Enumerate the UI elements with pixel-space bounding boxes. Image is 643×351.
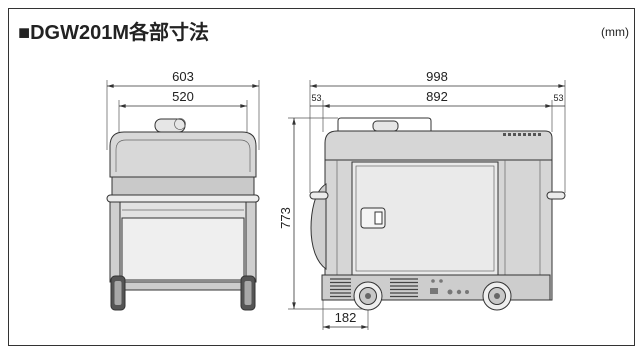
front-frame-width-dimension: 520 — [118, 89, 248, 132]
front-view: 603 520 — [106, 69, 260, 311]
vent-slot — [538, 133, 541, 136]
front-housing-contour — [115, 139, 251, 172]
side-vent-middle — [390, 278, 418, 298]
side-overall-length-dimension: 998 — [309, 69, 566, 193]
front-fuel-cap — [154, 118, 186, 133]
front-generator-body — [106, 118, 260, 311]
vent-slot — [518, 133, 521, 136]
side-handle-right — [546, 191, 566, 200]
wheel-offset-label: 182 — [335, 310, 357, 325]
front-overall-width-dimension: 603 — [106, 69, 260, 150]
side-frame-length-label: 892 — [426, 89, 448, 104]
front-frame-post-left — [109, 201, 121, 283]
front-frame-post-right — [245, 201, 257, 283]
side-frame-length-dimension: 892 53 53 — [310, 89, 565, 132]
side-control-fittings — [430, 279, 469, 295]
front-upper-housing — [109, 131, 257, 178]
side-height-dimension: 773 — [278, 117, 368, 310]
front-frame-width-label: 520 — [172, 89, 194, 104]
wheel-rim — [114, 281, 122, 305]
front-fuel-cap-ring — [174, 118, 186, 130]
wheel-offset-dimension: 182 — [322, 300, 369, 330]
side-view: 998 892 53 53 773 182 — [278, 69, 566, 330]
side-lift-frame — [337, 117, 432, 131]
front-wheel-right — [240, 275, 256, 311]
wheel-rim — [244, 281, 252, 305]
wheel-hub — [494, 293, 500, 299]
vent-slot — [528, 133, 531, 136]
front-handle-bar — [106, 194, 260, 203]
side-overall-length-label: 998 — [426, 69, 448, 84]
fitting — [431, 279, 435, 283]
front-overall-width-label: 603 — [172, 69, 194, 84]
vent-slot — [508, 133, 511, 136]
right-overhang-label: 53 — [553, 93, 563, 103]
side-generator-body — [309, 117, 566, 311]
fitting — [465, 290, 469, 294]
side-fuel-cap — [372, 120, 399, 132]
left-overhang-label: 53 — [311, 93, 321, 103]
front-lower-panel — [121, 217, 245, 281]
fitting — [439, 279, 443, 283]
side-access-door-inner — [355, 165, 495, 272]
front-wheel-left — [110, 275, 126, 311]
side-height-label: 773 — [278, 207, 293, 229]
door-latch-icon — [360, 207, 386, 229]
unit-label: (mm) — [601, 25, 629, 39]
side-roof-vents — [503, 133, 541, 136]
side-wheel-front — [353, 281, 383, 311]
vent-slot — [533, 133, 536, 136]
side-wheel-rear — [482, 281, 512, 311]
fitting — [430, 288, 438, 294]
vent-slot — [503, 133, 506, 136]
fitting — [456, 289, 462, 295]
door-latch-handle — [374, 211, 383, 225]
drawing-title: ■DGW201M各部寸法 — [18, 20, 209, 44]
fitting — [447, 289, 453, 295]
front-middle-band — [111, 176, 255, 196]
side-vent-left — [330, 278, 351, 298]
front-base — [113, 281, 253, 291]
wheel-hub — [365, 293, 371, 299]
vent-slot — [513, 133, 516, 136]
vent-slot — [523, 133, 526, 136]
side-handle-left — [309, 191, 329, 200]
